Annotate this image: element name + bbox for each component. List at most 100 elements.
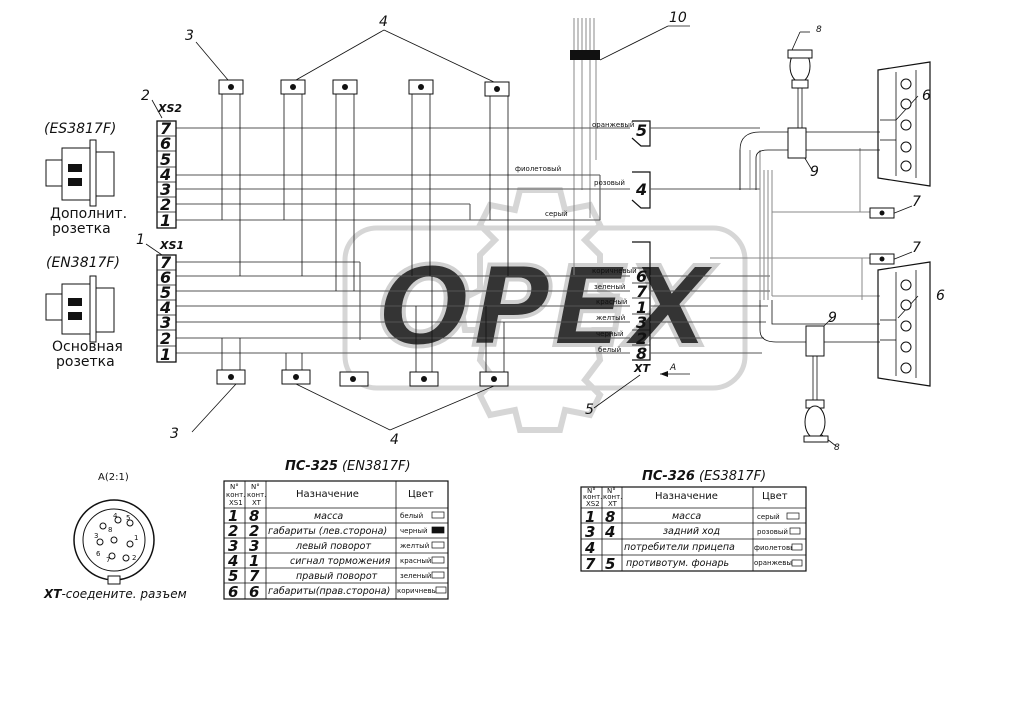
cell: задний ход — [663, 526, 720, 537]
clamp — [409, 276, 439, 387]
table-row: 4 потребители прицепа фиолетовый — [584, 539, 803, 557]
cell: габариты (лев.сторона) — [268, 526, 387, 537]
callout-7-bottom: 7 — [912, 240, 921, 256]
xs2-pin: 2 — [160, 195, 171, 214]
xt-wire-label: коричневый — [592, 267, 637, 275]
color-swatch — [789, 527, 801, 535]
callout-6-bottom: 6 — [936, 288, 945, 304]
col-header: N° — [587, 487, 596, 495]
callout-leaders — [145, 25, 919, 447]
detail-pin-label: 2 — [132, 554, 136, 562]
callout-4-bottom: 4 — [390, 432, 399, 448]
col-header: Цвет — [408, 489, 434, 500]
callout-8-bottom: 8 — [834, 443, 840, 453]
color-swatch — [791, 559, 803, 567]
color-swatch — [431, 526, 445, 534]
callout-4-top: 4 — [379, 14, 388, 30]
table-row: 2 2 габариты (лев.сторона) черный — [228, 522, 445, 540]
color-swatch — [431, 511, 445, 519]
cell: серый — [757, 513, 780, 521]
table-ps326: ПС-326(ES3817F) N° конт. XS2 N° конт. XT… — [580, 469, 807, 573]
grommet-bottom — [759, 300, 880, 443]
xs1-connector: XS1 (EN3817F) 7 6 5 4 3 2 1 Основная роз… — [45, 239, 184, 370]
wire-label: оранжевый — [592, 121, 634, 129]
cell: 3 — [228, 537, 238, 555]
cell: 3 — [585, 523, 595, 541]
xt-pin: 3 — [636, 313, 647, 332]
callout-6-top: 6 — [922, 88, 931, 104]
detail-pin-label: 1 — [134, 534, 138, 542]
col-header: Цвет — [762, 491, 788, 502]
xt-wire-label: черный — [596, 330, 624, 338]
clamp — [216, 338, 246, 385]
upper-pin-blocks: оранжевый 5 фиолетовый розовый 4 серый — [515, 120, 760, 218]
callout-3-top: 3 — [185, 28, 194, 44]
table-row: 4 1 сигнал торможения красный — [227, 552, 445, 570]
clamps-top — [218, 79, 510, 291]
xs2-name: XS2 — [157, 102, 182, 115]
xs2-pin: 5 — [160, 150, 171, 169]
col-header: N° — [251, 483, 260, 491]
callout-numbers: 3 4 2 1 3 4 5 10 8 6 9 7 7 6 9 8 — [136, 10, 945, 453]
cell: 3 — [249, 537, 259, 555]
table-row: 7 5 противотум. фонарь оранжевый — [585, 555, 803, 573]
cell: правый поворот — [296, 571, 378, 582]
xt-pin: 8 — [636, 344, 647, 363]
xt-pin: 1 — [636, 298, 647, 317]
xs2-pin-block: 7 6 5 4 3 2 1 — [156, 119, 177, 230]
cell: 7 — [249, 567, 260, 585]
xs2-caption-line1: Дополнит. — [50, 206, 127, 222]
trunk-bundle — [570, 18, 600, 275]
col-header: конт. — [583, 493, 602, 501]
detail-title: А(2:1) — [98, 472, 129, 483]
xs1-pin: 7 — [160, 253, 172, 272]
detail-pin-label: 8 — [108, 526, 112, 534]
cell: противотум. фонарь — [626, 558, 729, 569]
detail-pins: 4 5 8 3 1 6 7 2 — [94, 512, 138, 564]
detail-caption-text: -соедените. разъем — [61, 587, 186, 601]
cell: желтый — [400, 542, 429, 550]
xs1-pin: 5 — [160, 283, 171, 302]
cell: оранжевый — [754, 559, 796, 567]
callout-2: 2 — [141, 88, 150, 104]
cell: 8 — [605, 508, 615, 526]
color-swatch — [431, 556, 445, 564]
xt-pin: 2 — [636, 329, 647, 348]
lamp-bottom — [877, 261, 931, 387]
xs2-type: (ES3817F) — [44, 121, 116, 137]
callout-10: 10 — [669, 10, 687, 26]
col-header: N° — [230, 483, 239, 491]
detail-view: А(2:1) 4 5 8 3 1 6 7 2 XT-соедените. раз… — [43, 472, 187, 601]
grommet-top — [739, 49, 880, 190]
col-header: XT — [608, 500, 618, 508]
cell: 4 — [604, 523, 615, 541]
cell: масса — [672, 511, 701, 522]
color-swatch — [786, 512, 800, 520]
clamps-bottom — [216, 276, 509, 387]
cell: потребители прицепа — [624, 542, 735, 553]
xs2-pin: 4 — [159, 165, 171, 184]
table-row: 6 6 габариты(прав.сторона) коричневый — [228, 583, 447, 601]
xs2-pin: 6 — [160, 134, 171, 153]
cell: розовый — [757, 528, 788, 536]
callout-3-bottom: 3 — [170, 426, 179, 442]
detail-pin-label: 3 — [94, 532, 98, 540]
color-swatch — [435, 586, 447, 594]
watermark-text: OPEX — [378, 243, 717, 371]
xs2-pin: 7 — [160, 119, 172, 138]
detail-pin-label: 6 — [96, 550, 101, 558]
upper-pin: 4 — [635, 180, 647, 199]
col-header: Назначение — [296, 489, 359, 500]
cell: красный — [400, 557, 431, 565]
cell: 5 — [605, 555, 615, 573]
table-title: ПС-325(EN3817F) — [285, 459, 411, 474]
clamp — [484, 81, 510, 276]
clamp — [408, 79, 434, 276]
cell: 1 — [228, 507, 238, 525]
table-subtitle: (EN3817F) — [342, 459, 411, 474]
callout-8-top: 8 — [816, 25, 822, 35]
table-row: 1 8 масса серый — [585, 508, 800, 526]
cell: 6 — [228, 583, 238, 601]
table-row: 1 8 масса белый — [228, 507, 445, 525]
